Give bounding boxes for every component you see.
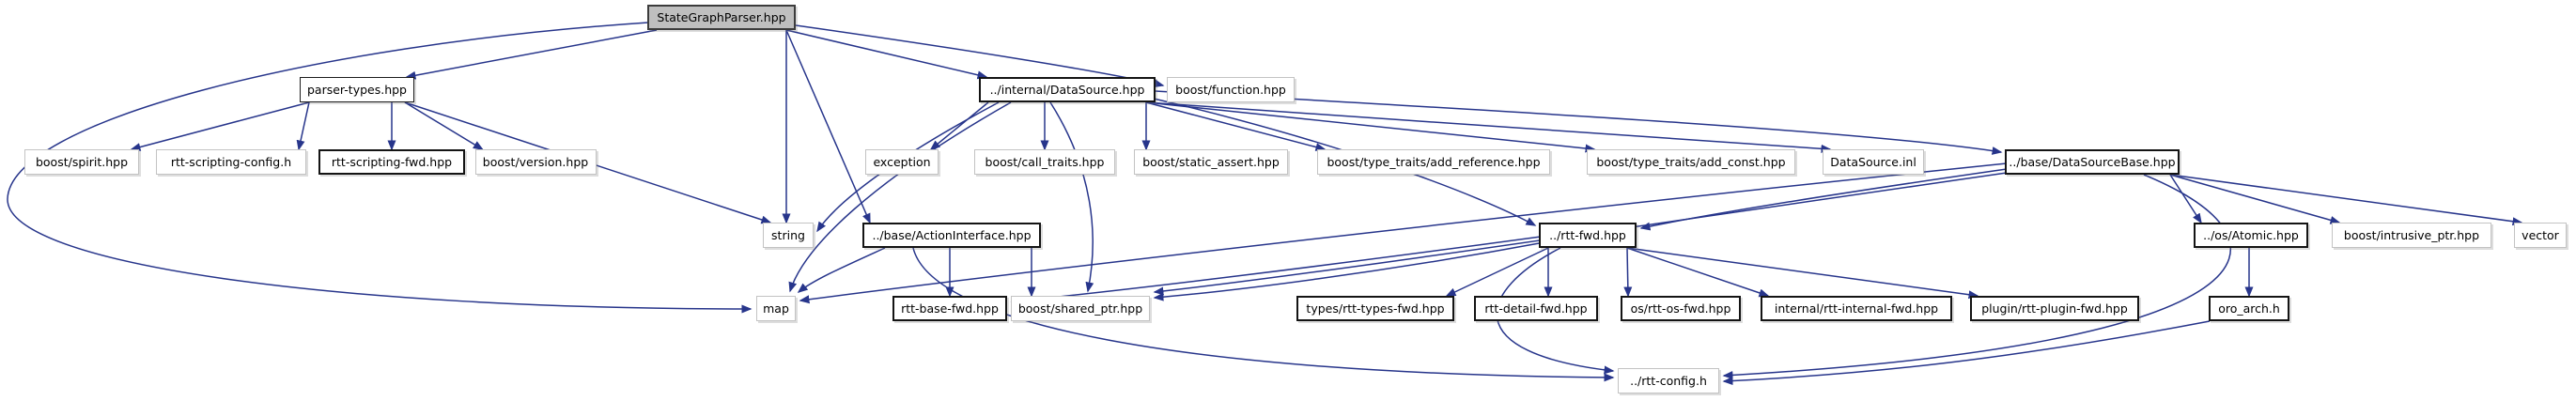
edge-datasource-addconst (1145, 101, 1596, 153)
edge-datasource-addreference (1145, 101, 1327, 151)
node-label: oro_arch.h (2218, 301, 2280, 316)
node-label: internal/rtt-internal-fwd.hpp (1774, 301, 1939, 316)
node-label: boost/version.hpp (482, 155, 589, 169)
node-rttosfwd[interactable]: os/rtt-os-fwd.hpp (1621, 296, 1741, 321)
node-oroarch[interactable]: oro_arch.h (2209, 296, 2289, 321)
edge-stategraphparser-parsertypes (405, 29, 658, 80)
node-parsertypes[interactable]: parser-types.hpp (300, 77, 414, 102)
node-rttconfig[interactable]: ../rtt-config.h (1618, 368, 1719, 393)
node-calltraits[interactable]: boost/call_traits.hpp (974, 149, 1115, 175)
node-label: boost/static_assert.hpp (1142, 155, 1280, 169)
node-mapnode[interactable]: map (756, 296, 796, 321)
edge-actioninterface-rttconfig (912, 247, 1615, 382)
node-label: rtt-scripting-config.h (170, 155, 292, 169)
edge-datasourcebase-rttconfig (1722, 174, 2232, 379)
node-datasourcebase[interactable]: ../base/DataSourceBase.hpp (2005, 149, 2180, 175)
node-label: rtt-scripting-fwd.hpp (331, 155, 453, 169)
edge-datasource-sharedptr (1049, 101, 1094, 293)
edge-datasourcebase-vectornode (2169, 174, 2523, 226)
edge-rttfwd-sharedptr (1153, 241, 1545, 301)
edge-parsertypes-boostspirit (130, 101, 310, 151)
edge-datasource-exception (929, 101, 989, 150)
edge-parsertypes-scriptingconfig (296, 101, 310, 151)
node-atomic[interactable]: ../os/Atomic.hpp (2194, 223, 2308, 248)
node-label: boost/type_traits/add_reference.hpp (1327, 155, 1541, 169)
node-label: boost/intrusive_ptr.hpp (2343, 228, 2480, 242)
edge-datasourcebase-rttfwd (1639, 168, 2008, 231)
node-label: ../rtt-config.h (1630, 374, 1707, 388)
edge-rttfwd-rttpluginfwd (1626, 247, 1979, 300)
node-label: boost/function.hpp (1175, 83, 1286, 97)
node-label: rtt-detail-fwd.hpp (1484, 301, 1588, 316)
node-label: plugin/rtt-plugin-fwd.hpp (1981, 301, 2128, 316)
edge-datasource-datasourcebase (1155, 90, 2003, 155)
edge-stategraphparser-mapnode (7, 22, 753, 314)
node-label: exception (873, 155, 931, 169)
node-intrusiveptr[interactable]: boost/intrusive_ptr.hpp (2332, 223, 2491, 248)
edge-rttfwd-rtttypesfwd (1445, 247, 1549, 297)
node-stringnode[interactable]: string (763, 223, 814, 248)
node-rttdetailfwd[interactable]: rtt-detail-fwd.hpp (1474, 296, 1598, 321)
node-label: boost/spirit.hpp (35, 155, 129, 169)
node-rttbasefwd[interactable]: rtt-base-fwd.hpp (892, 296, 1007, 321)
node-datasource[interactable]: ../internal/DataSource.hpp (979, 77, 1156, 102)
node-addconst[interactable]: boost/type_traits/add_const.hpp (1587, 149, 1795, 175)
node-scriptingconfig[interactable]: rtt-scripting-config.h (156, 149, 306, 175)
edge-stategraphparser-datasource (785, 29, 988, 80)
node-label: boost/call_traits.hpp (985, 155, 1105, 169)
edge-datasourcebase-intrusiveptr (2169, 174, 2341, 224)
node-addreference[interactable]: boost/type_traits/add_reference.hpp (1317, 149, 1550, 175)
node-label: ../rtt-fwd.hpp (1549, 228, 1626, 242)
node-rtttypesfwd[interactable]: types/rtt-types-fwd.hpp (1296, 296, 1454, 321)
node-sharedptr[interactable]: boost/shared_ptr.hpp (1011, 296, 1150, 321)
node-boostspirit[interactable]: boost/spirit.hpp (24, 149, 139, 175)
node-label: ../internal/DataSource.hpp (989, 83, 1145, 97)
edge-datasource-mapnode (788, 101, 1012, 293)
node-label: string (771, 228, 805, 242)
node-rttinternalfwd[interactable]: internal/rtt-internal-fwd.hpp (1761, 296, 1952, 321)
node-rttfwd[interactable]: ../rtt-fwd.hpp (1539, 223, 1637, 248)
node-label: rtt-base-fwd.hpp (901, 301, 999, 316)
edge-datasourcebase-mapnode (799, 162, 2008, 304)
node-label: DataSource.inl (1830, 155, 1916, 169)
node-boostfunction[interactable]: boost/function.hpp (1167, 77, 1295, 102)
node-exception[interactable]: exception (865, 149, 939, 175)
edge-stategraphparser-actioninterface (785, 29, 871, 224)
edge-rttfwd-rttosfwd (1623, 247, 1633, 298)
node-label: ../base/DataSourceBase.hpp (2009, 155, 2176, 169)
node-vectornode[interactable]: vector (2514, 223, 2567, 248)
node-scriptingfwd[interactable]: rtt-scripting-fwd.hpp (318, 149, 465, 175)
node-label: ../base/ActionInterface.hpp (872, 228, 1032, 242)
edge-datasourcebase-atomic (2169, 174, 2202, 224)
node-boostversion[interactable]: boost/version.hpp (474, 149, 597, 175)
node-label: types/rtt-types-fwd.hpp (1306, 301, 1445, 316)
edge-rttfwd-rttinternalfwd (1626, 247, 1770, 298)
edge-oroarch-rttconfig (1722, 320, 2211, 386)
edge-datasourcebase-sharedptr (1153, 172, 2008, 296)
node-label: map (763, 301, 789, 316)
edge-parsertypes-boostversion (404, 101, 484, 150)
node-label: boost/type_traits/add_const.hpp (1596, 155, 1786, 169)
node-label: vector (2522, 228, 2559, 242)
node-label: ../os/Atomic.hpp (2203, 228, 2299, 242)
node-actioninterface[interactable]: ../base/ActionInterface.hpp (862, 223, 1041, 248)
node-stategraphparser[interactable]: StateGraphParser.hpp (647, 5, 796, 30)
node-label: boost/shared_ptr.hpp (1017, 301, 1143, 316)
node-label: parser-types.hpp (307, 83, 407, 97)
edge-actioninterface-mapnode (797, 247, 886, 293)
node-label: os/rtt-os-fwd.hpp (1630, 301, 1731, 316)
node-datasourceinl[interactable]: DataSource.inl (1823, 149, 1924, 175)
node-rttpluginfwd[interactable]: plugin/rtt-plugin-fwd.hpp (1970, 296, 2139, 321)
edge-datasource-datasourceinl (1145, 101, 1832, 153)
node-label: StateGraphParser.hpp (657, 10, 786, 24)
node-staticassert[interactable]: boost/static_assert.hpp (1134, 149, 1288, 175)
